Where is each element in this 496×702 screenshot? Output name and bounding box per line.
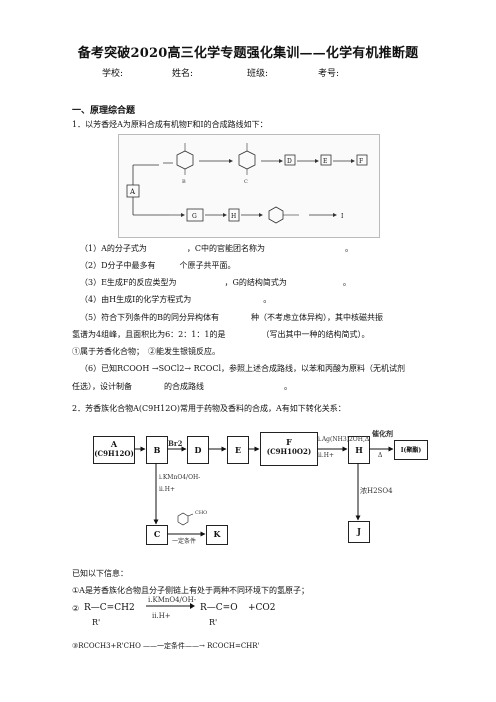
q2-info-2-r2: R' — [209, 618, 218, 627]
q2-info-2-left: R—C=CH2 — [84, 603, 135, 613]
q2-info-3: ③RCOCH3+R'CHO ——一定条件——→ RCOCH=CHR' — [72, 642, 260, 650]
q1-item-6: （6）已知RCOOH →SOCl2→ RCOCl，参照上述合成路线，以苯和丙酸为… — [80, 364, 406, 373]
document-title: 备考突破2020高三化学专题强化集训——化学有机推断题 — [77, 46, 419, 61]
q1-item-6-cont: 任选），设计制备 的合成路线 。 — [72, 382, 292, 391]
label-kmno4: i.KMnO4/OH- — [159, 474, 201, 481]
svg-text:G: G — [192, 213, 197, 220]
q1-item-4: （4）由H生成I的化学方程式为 。 — [80, 295, 272, 304]
label-cond: 一定条件 — [172, 538, 197, 545]
svg-text:F: F — [359, 158, 363, 165]
svg-text:D: D — [287, 158, 292, 165]
q2-box-D: D — [187, 436, 209, 464]
label-cat: 催化剂 — [372, 429, 393, 438]
q2-box-C: C — [146, 525, 168, 545]
svg-text:C: C — [244, 179, 248, 185]
label-br2: Br2 — [168, 439, 183, 448]
q1-intro: 1．以芳香烃A为原料合成有机物F和I的合成路线如下： — [72, 120, 268, 129]
q2-box-A: A (C9H12O) — [93, 436, 135, 464]
q2-box-B: B — [146, 436, 168, 464]
q2-info-2-right: R—C=O — [200, 603, 238, 613]
q2-info-2-r1: R' — [92, 618, 101, 627]
q2-info-2-arrow — [146, 603, 195, 609]
q1-item-3: （3）E生成F的反应类型为 ，G的结构简式为 。 — [80, 278, 351, 287]
q2-intro: 2．芳香族化合物A(C9H12O)常用于药物及香料的合成，A有如下转化关系： — [72, 404, 346, 413]
label-h2so4: 浓H2SO4 — [360, 487, 393, 495]
svg-text:B: B — [182, 179, 186, 185]
label-ii2: ii.H+ — [159, 486, 176, 493]
label-cho: CHO — [195, 510, 208, 516]
svg-text:E: E — [323, 158, 327, 165]
q1-synthesis-scheme: A B C D — [118, 134, 380, 238]
svg-text:A: A — [129, 188, 136, 196]
label-ii: ii.H+ — [318, 452, 335, 459]
svg-text:I: I — [341, 213, 344, 220]
svg-text:H: H — [231, 213, 236, 220]
q1-item-5: （5）符合下列条件的B的同分异构体有 种（不考虑立体异构），其中核磁共振 — [80, 313, 383, 322]
q2-box-E: E — [227, 436, 249, 464]
q1-item-5-conditions: ①属于芳香化合物； ②能发生银镜反应。 — [72, 347, 220, 356]
section-heading: 一、原理综合题 — [72, 106, 136, 116]
label-ag: i.Ag(NH3)2OH,Δ — [318, 436, 370, 443]
q2-box-F: F (C9H10O2) — [260, 432, 318, 466]
q1-item-5-cont: 氢谱为4组峰，且面积比为6：2：1：1的是 （写出其中一种的结构简式）。 — [72, 330, 370, 339]
q2-known: 已知以下信息： — [72, 569, 128, 578]
id-label: 考号: — [318, 69, 340, 79]
q2-info-1: ①A是芳香族化合物且分子侧链上有处于两种不同环境下的氢原子； — [72, 586, 309, 595]
q2-box-J: J — [348, 521, 370, 543]
class-label: 班级: — [247, 69, 269, 79]
q2-info-2-plus: +CO2 — [248, 603, 276, 613]
name-label: 姓名: — [172, 69, 194, 79]
q2-info-2-marker: ② — [72, 604, 80, 613]
q2-info-2-cond1: i.KMnO4/OH- — [148, 596, 197, 604]
q2-box-H: H — [348, 436, 370, 464]
school-label: 学校: — [102, 69, 124, 79]
q2-box-K: K — [206, 525, 228, 545]
q2-box-I: I(聚酯) — [394, 440, 428, 460]
scheme-drawing: A B C D — [126, 143, 368, 224]
q1-item-1: （1）A的分子式为 ，C中的官能团名称为 。 — [80, 244, 353, 253]
label-delta: Δ — [378, 452, 383, 459]
q2-info-2-cond2: ii.H+ — [152, 612, 171, 620]
q1-item-2: （2）D分子中最多有 个原子共平面。 — [80, 261, 236, 270]
